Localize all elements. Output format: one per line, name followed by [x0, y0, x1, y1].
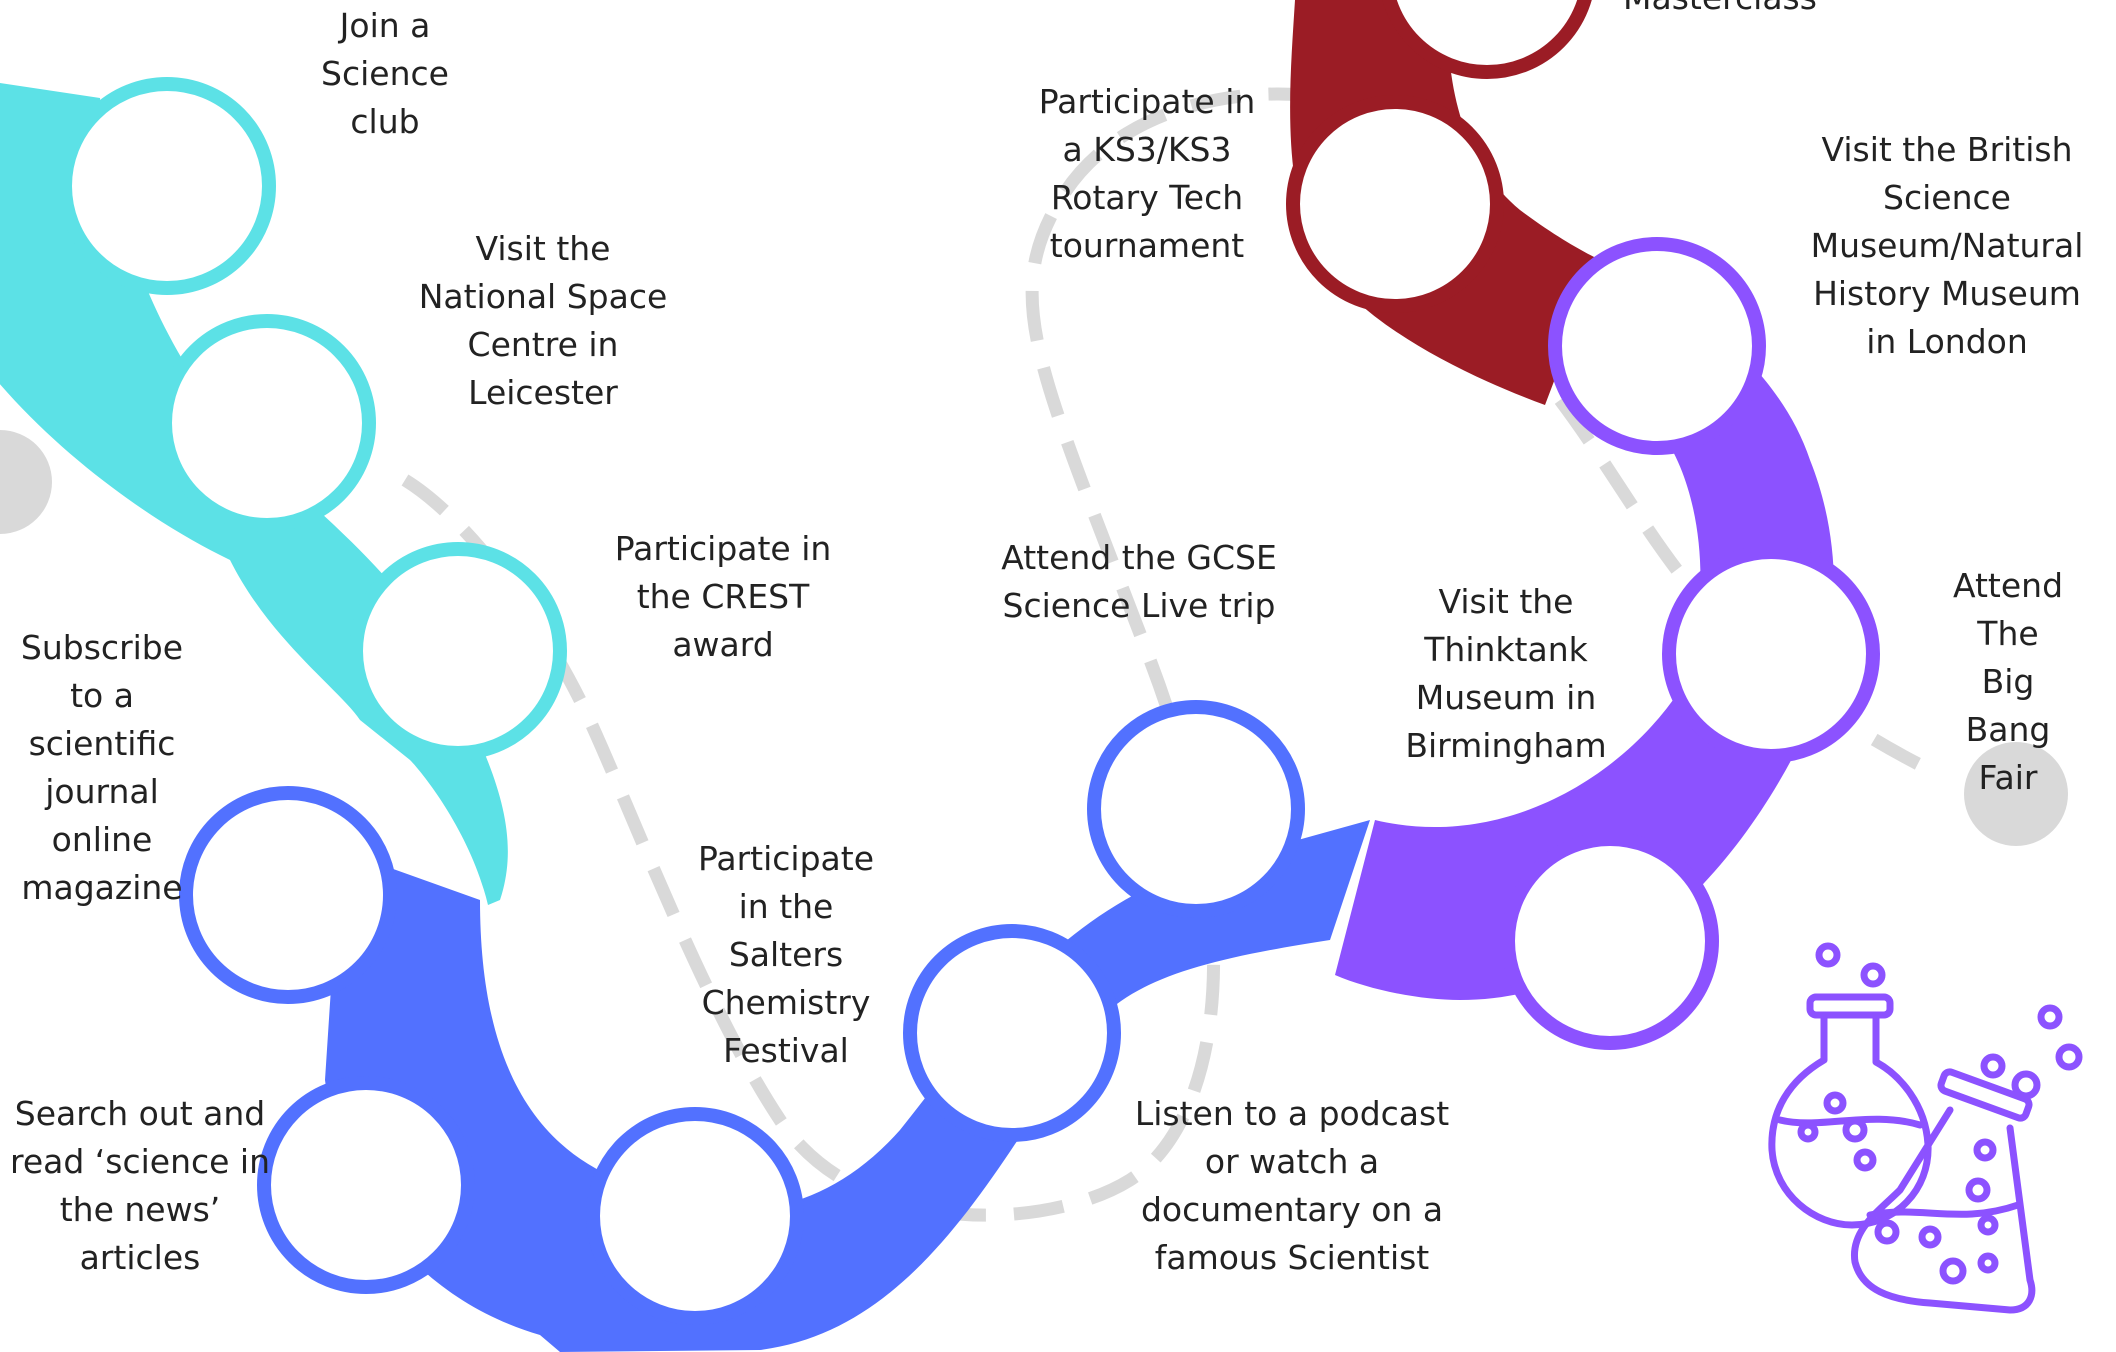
end-dot-icon [1964, 742, 2068, 846]
milestone-circle-british-museum [1548, 237, 1766, 455]
milestone-circle-science-club [58, 77, 276, 295]
milestone-circle-podcast-documentary [903, 924, 1121, 1142]
label-science-club: Join a Science club [321, 6, 449, 141]
label-rotary-tech: Participate in a KS3/KS3 Rotary Tech tou… [1038, 82, 1256, 265]
milestone-circle-rotary-tech [1286, 95, 1504, 313]
start-dot-icon [0, 430, 52, 534]
label-salters-festival: Participate in the Salters Chemistry Fes… [697, 839, 875, 1070]
milestone-circle-science-in-news [257, 1076, 475, 1294]
purple-segment [1335, 265, 1834, 1000]
milestone-circle-salters-festival [586, 1107, 804, 1325]
milestone-circle-scientific-journal [179, 786, 397, 1004]
label-gcse-science-live: Attend the GCSE Science Live trip [1001, 538, 1277, 625]
milestone-circle-national-space-centre [158, 314, 376, 532]
label-big-bang-fair: Attend The Big Bang Fair [1952, 566, 2064, 797]
dashed-guide-line [401, 87, 1301, 1222]
milestone-circle-masterclass [1382, 0, 1592, 79]
label-thinktank-museum: Visit the Thinktank Museum in Birmingham [1405, 582, 1607, 765]
label-podcast-documentary: Listen to a podcast or watch a documenta… [1134, 1094, 1450, 1277]
label-national-space-centre: Visit the National Space Centre in Leice… [418, 229, 668, 412]
label-scientific-journal: Subscribe to a scientific journal online… [20, 628, 184, 907]
label-crest-award: Participate in the CREST award [614, 529, 832, 664]
milestone-circle-crest-award [349, 542, 567, 760]
chemistry-flasks-icon [1768, 942, 2083, 1314]
label-british-museum: Visit the British Science Museum/Natural… [1810, 130, 2084, 361]
label-masterclass: Masterclass [1623, 0, 1817, 22]
milestone-circle-big-bang-fair [1662, 545, 1880, 763]
milestone-circle-gcse-science-live [1087, 700, 1305, 918]
label-science-in-news: Search out and read ‘science in the news… [9, 1094, 271, 1277]
milestone-circle-thinktank-museum [1501, 832, 1719, 1050]
